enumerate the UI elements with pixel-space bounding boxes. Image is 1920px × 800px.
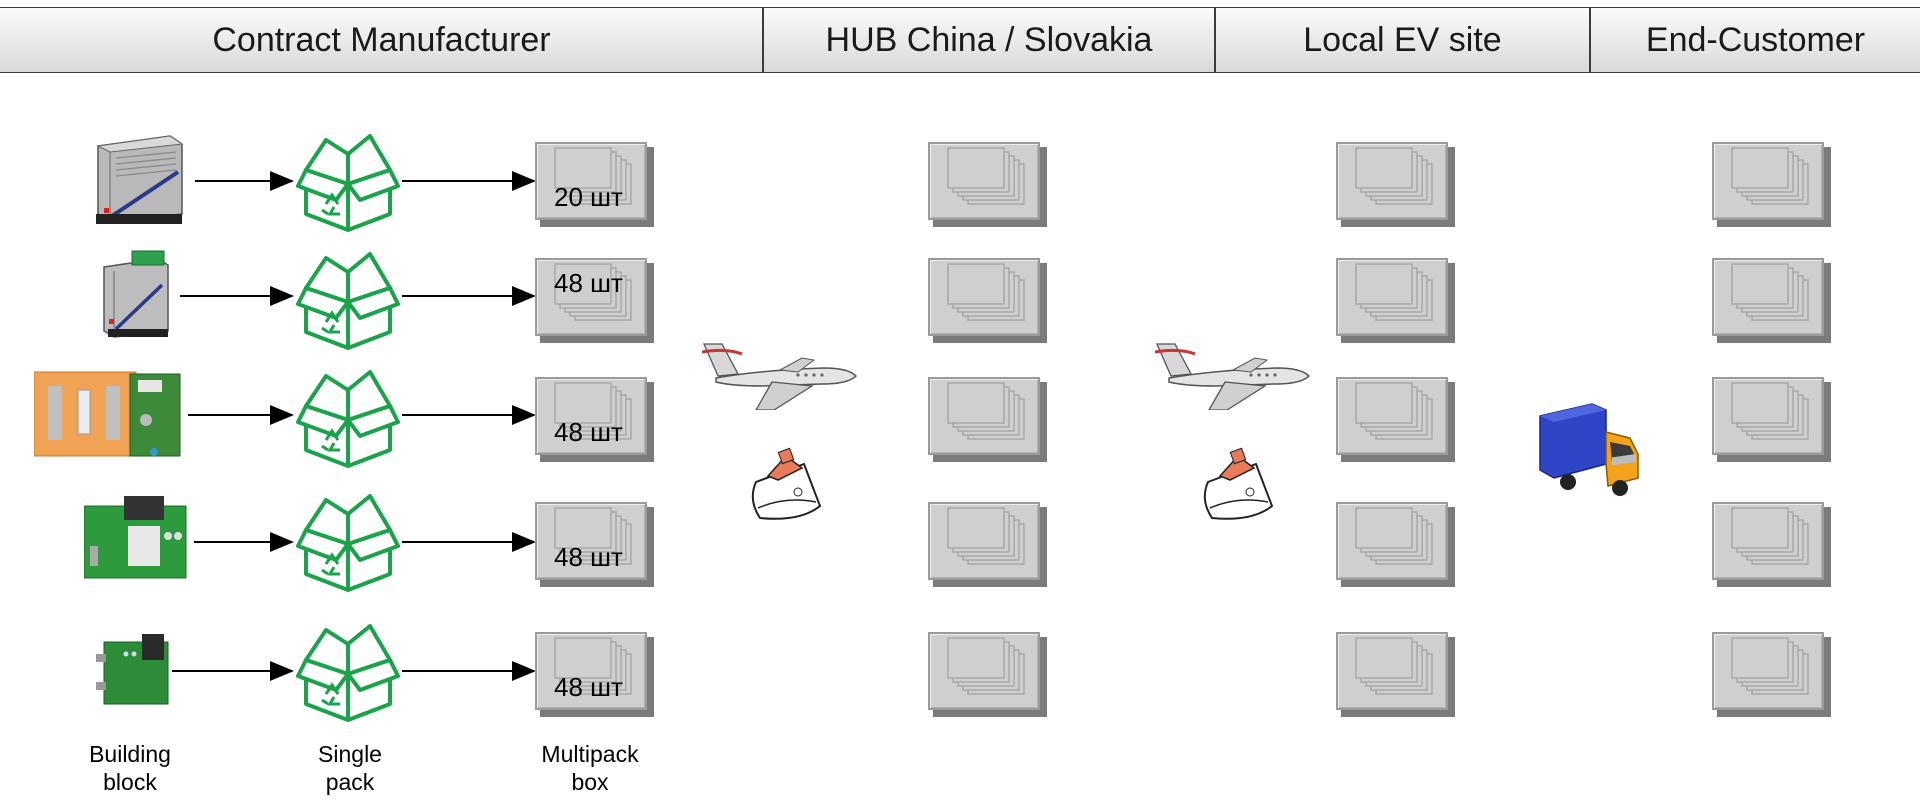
multipack-box	[1712, 632, 1831, 717]
ship-icon	[1203, 447, 1274, 520]
recycle-box-icon	[296, 130, 400, 237]
multipack-quantity: 48 шт	[554, 417, 623, 447]
header-band	[0, 7, 1920, 73]
ship-icon	[751, 447, 822, 520]
multipack-quantity: 20 шт	[554, 182, 623, 212]
building-block-module-1	[96, 135, 184, 224]
header-divider	[1589, 7, 1591, 73]
multipack-box	[1336, 377, 1455, 462]
recycle-box-icon	[296, 248, 400, 355]
header-end-customer: End-Customer	[1645, 20, 1866, 59]
multipack-box	[1712, 377, 1831, 462]
multipack-box	[928, 377, 1047, 462]
multipack-box	[928, 632, 1047, 717]
airplane-icon	[702, 343, 858, 410]
multipack-box: 20 шт	[535, 142, 654, 227]
multipack-quantity: 48 шт	[554, 672, 623, 702]
multipack-box	[1336, 142, 1455, 227]
caption-building-block: Building block	[89, 741, 171, 795]
truck-icon	[1539, 403, 1639, 496]
building-block-board-4	[84, 496, 187, 579]
multipack-box: 48 шт	[535, 377, 654, 462]
recycle-box-icon	[296, 366, 400, 473]
multipack-quantity: 48 шт	[554, 268, 623, 298]
header-hub: HUB China / Slovakia	[825, 20, 1153, 59]
header-divider	[762, 7, 764, 73]
building-block-board-5	[96, 634, 169, 705]
multipack-box	[1336, 258, 1455, 343]
caption-single-pack: Single pack	[318, 741, 382, 795]
multipack-box	[1336, 632, 1455, 717]
multipack-box: 48 шт	[535, 258, 654, 343]
multipack-quantity: 48 шт	[554, 542, 623, 572]
recycle-box-icon	[296, 490, 400, 597]
header-local-ev-site: Local EV site	[1303, 20, 1502, 59]
multipack-box	[1712, 258, 1831, 343]
header-divider	[1214, 7, 1216, 73]
recycle-box-icon	[296, 620, 400, 727]
multipack-box: 48 шт	[535, 502, 654, 587]
multipack-box	[1712, 502, 1831, 587]
multipack-box	[928, 258, 1047, 343]
building-block-boards-3	[34, 371, 181, 457]
multipack-box	[928, 502, 1047, 587]
multipack-box	[1336, 502, 1455, 587]
building-block-module-2	[103, 250, 169, 338]
multipack-box	[1712, 142, 1831, 227]
multipack-box: 48 шт	[535, 632, 654, 717]
header-contract-manufacturer: Contract Manufacturer	[212, 20, 551, 59]
caption-multipack-box: Multipack box	[541, 741, 639, 795]
multipack-box	[928, 142, 1047, 227]
airplane-icon	[1155, 343, 1311, 410]
